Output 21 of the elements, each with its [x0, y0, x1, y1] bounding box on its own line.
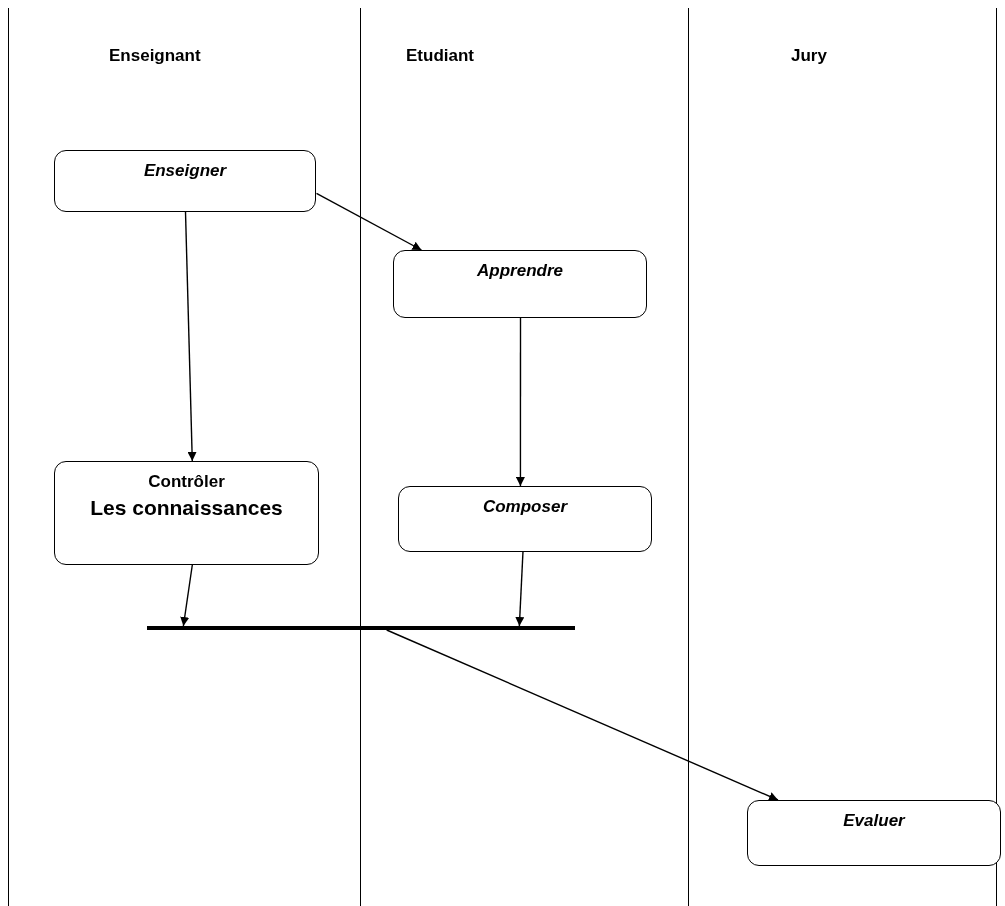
- activity-box: [747, 800, 1001, 866]
- activity-box: [54, 461, 319, 565]
- activity-box: [393, 250, 647, 318]
- arrow: [184, 211, 197, 462]
- activity-box: [398, 486, 652, 552]
- arrow: [315, 192, 423, 251]
- lane-heading: Enseignant: [109, 46, 201, 66]
- arrow: [515, 551, 525, 627]
- activity-label: Evaluer: [843, 811, 905, 831]
- activity-label: Contrôler: [148, 472, 225, 492]
- arrow: [180, 564, 193, 627]
- synchronization-bar: [147, 626, 575, 630]
- activity-label: Enseigner: [143, 161, 227, 181]
- activity-label: Apprendre: [477, 261, 563, 281]
- lane-heading: Etudiant: [406, 46, 474, 66]
- activity-label: Composer: [482, 497, 568, 517]
- arrow: [386, 629, 779, 801]
- arrow: [515, 317, 525, 487]
- activity-box: [54, 150, 316, 212]
- lane-heading: Jury: [791, 46, 827, 66]
- activity-label: Les connaissances: [90, 496, 283, 520]
